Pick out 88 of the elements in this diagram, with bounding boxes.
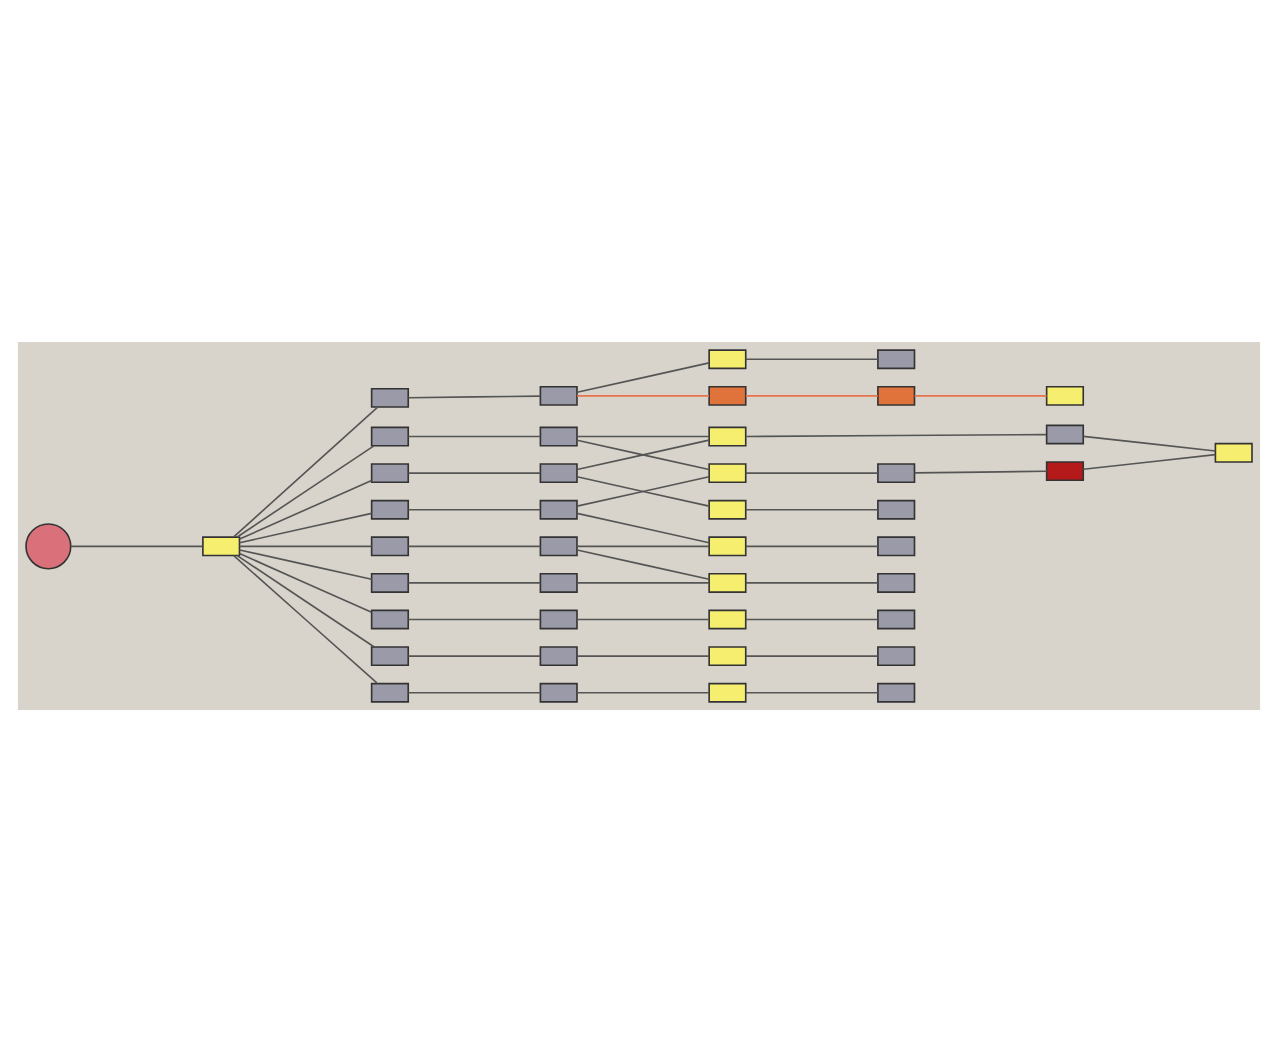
- node-box: [1045, 460, 1085, 481]
- node-box: [539, 608, 578, 629]
- node-box: [708, 681, 747, 702]
- node-box: [1214, 441, 1253, 462]
- connector: [576, 617, 710, 620]
- connector: [70, 544, 204, 547]
- connector: [576, 654, 710, 656]
- node-box: [370, 608, 410, 629]
- connector: [745, 471, 879, 473]
- connector: [407, 471, 542, 473]
- node-box: [708, 498, 747, 519]
- node-box: [539, 425, 578, 446]
- connector: [576, 434, 710, 437]
- node-box: [877, 681, 916, 702]
- connector: [576, 548, 710, 580]
- node-box: [539, 645, 578, 666]
- node-box: [370, 425, 410, 446]
- connector: [576, 438, 710, 470]
- node-box: [708, 535, 747, 556]
- connector: [576, 511, 710, 543]
- connector: [745, 690, 879, 693]
- node-box: [539, 681, 578, 702]
- node-box: [370, 681, 410, 702]
- node-box: [539, 571, 578, 592]
- node-box: [539, 384, 578, 405]
- connector: [236, 553, 375, 647]
- connector: [407, 654, 542, 656]
- connector: [407, 690, 542, 693]
- connector: [1082, 452, 1217, 470]
- node-box: [370, 645, 410, 666]
- connector: [407, 617, 542, 620]
- connector: [745, 357, 879, 360]
- connector: [238, 551, 373, 613]
- node-box: [877, 462, 916, 483]
- node-box: [877, 571, 916, 592]
- node-box: [370, 462, 410, 483]
- connector: [745, 617, 879, 620]
- node-box: [708, 425, 747, 446]
- connector: [576, 690, 710, 693]
- node-box: [877, 645, 916, 666]
- connector: [913, 469, 1048, 473]
- node-box: [877, 384, 916, 405]
- node-circle: [25, 522, 72, 569]
- node-box: [370, 571, 410, 592]
- node-box: [370, 535, 410, 556]
- connector: [745, 394, 879, 396]
- connector: [407, 544, 542, 547]
- connector: [576, 581, 710, 583]
- node-box: [202, 535, 241, 556]
- connector: [745, 507, 879, 510]
- connector: [745, 432, 1048, 437]
- connector: [1082, 434, 1217, 451]
- connector: [233, 405, 379, 537]
- connector: [576, 394, 710, 396]
- connector: [238, 511, 373, 543]
- node-box: [539, 535, 578, 556]
- node-box: [877, 608, 916, 629]
- node-box: [539, 498, 578, 519]
- node-box: [708, 384, 747, 405]
- node-box: [877, 498, 916, 519]
- connector: [407, 507, 542, 510]
- connector: [407, 581, 542, 583]
- connector: [238, 544, 373, 547]
- node-box: [877, 348, 916, 369]
- connector: [407, 434, 542, 437]
- connector: [576, 361, 710, 393]
- node-box: [708, 348, 747, 369]
- connector: [407, 394, 542, 398]
- node-box: [708, 571, 747, 592]
- connector: [233, 554, 378, 683]
- connector: [238, 548, 373, 580]
- connector: [576, 544, 710, 547]
- connector: [913, 394, 1048, 396]
- connector: [745, 654, 879, 656]
- connector: [576, 474, 710, 506]
- node-box: [1045, 384, 1085, 405]
- node-box: [708, 462, 747, 483]
- node-box: [708, 608, 747, 629]
- connector: [236, 444, 375, 537]
- node-box: [370, 386, 410, 407]
- connector: [745, 544, 879, 547]
- node-box: [708, 645, 747, 666]
- connector: [238, 478, 373, 539]
- node-box: [539, 462, 578, 483]
- node-box: [877, 535, 916, 556]
- node-box: [1045, 423, 1085, 444]
- connector: [745, 581, 879, 583]
- node-box: [370, 498, 410, 519]
